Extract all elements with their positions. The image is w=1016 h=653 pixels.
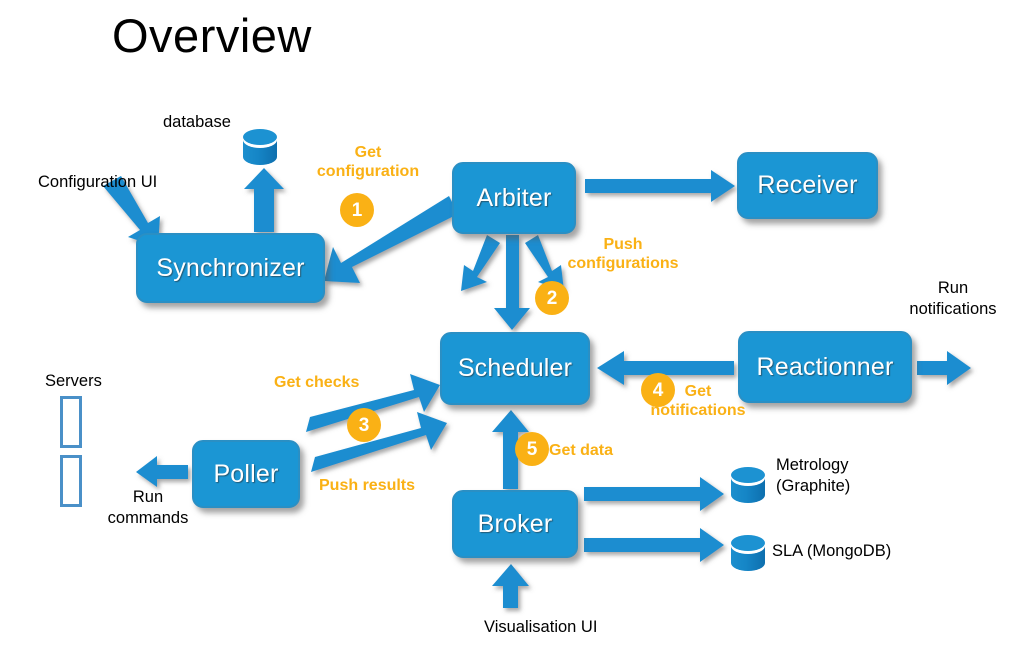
page-title: Overview: [112, 9, 312, 62]
node-synchronizer[interactable]: Synchronizer: [136, 233, 325, 303]
arrow-arbiter-fanout-center: [494, 235, 530, 330]
arrow-arbiter-to-receiver: [585, 170, 735, 202]
node-arbiter[interactable]: Arbiter: [452, 162, 576, 234]
arrow-reactionner-to-scheduler: [597, 351, 734, 385]
badge-step-3: 3: [347, 408, 381, 442]
badge-step-4-number: 4: [652, 379, 664, 401]
cylinder-group: [243, 129, 765, 571]
arrow-configui-to-synchronizer: [103, 176, 160, 247]
arrow-arbiter-fanout-left: [461, 235, 500, 291]
label-sla: SLA (MongoDB): [772, 542, 892, 560]
server-rect-1: [60, 396, 82, 448]
label-push-results: Push results: [319, 477, 416, 494]
arrow-arbiter-to-synchronizer: [324, 196, 458, 283]
label-get-data: Get data: [549, 442, 614, 459]
metrology-cylinder-icon: [731, 467, 765, 503]
arrow-poller-to-servers: [136, 456, 188, 487]
node-arbiter-label: Arbiter: [476, 183, 552, 212]
label-get-configuration: Get configuration: [316, 144, 420, 180]
node-broker[interactable]: Broker: [452, 490, 578, 558]
label-get-checks: Get checks: [274, 374, 360, 391]
node-reactionner-label: Reactionner: [756, 352, 894, 381]
label-visualisation-ui: Visualisation UI: [484, 618, 598, 636]
label-database: database: [163, 113, 231, 131]
arrow-poller-to-scheduler-getchecks: [306, 374, 440, 432]
db-cylinder-icon: [243, 129, 277, 165]
label-servers: Servers: [45, 372, 102, 390]
node-receiver-label: Receiver: [757, 171, 858, 199]
label-run-commands: Run commands: [107, 488, 189, 527]
node-scheduler-label: Scheduler: [457, 354, 573, 382]
arrow-synchronizer-to-database: [244, 168, 284, 232]
arrow-poller-to-scheduler-pushresults: [311, 412, 447, 472]
arrow-visualisation-to-broker: [492, 564, 529, 608]
arrow-reactionner-to-notifications: [917, 351, 971, 385]
badge-step-3-number: 3: [358, 414, 370, 436]
badge-step-4: 4: [641, 373, 675, 407]
node-receiver[interactable]: Receiver: [737, 152, 878, 219]
arrow-broker-to-metrology: [584, 477, 724, 511]
label-get-notifications: Get notifications: [650, 383, 746, 419]
node-scheduler[interactable]: Scheduler: [440, 332, 590, 405]
label-push-configurations: Push configurations: [567, 236, 679, 272]
badge-step-2: 2: [535, 281, 569, 315]
label-run-notifications: Run notifications: [909, 279, 997, 318]
node-poller-label: Poller: [213, 459, 279, 488]
node-reactionner[interactable]: Reactionner: [738, 331, 912, 403]
label-metrology: Metrology (Graphite): [776, 456, 851, 495]
badge-step-5: 5: [515, 432, 549, 466]
arrow-arbiter-fanout-right: [525, 235, 564, 291]
node-poller[interactable]: Poller: [192, 440, 300, 508]
badge-step-1: 1: [340, 193, 374, 227]
label-configuration-ui: Configuration UI: [38, 173, 158, 191]
arrow-broker-to-sla: [584, 528, 724, 562]
badge-step-1-number: 1: [351, 199, 363, 221]
node-synchronizer-label: Synchronizer: [156, 253, 305, 282]
badge-step-2-number: 2: [546, 287, 558, 309]
arrow-broker-to-scheduler: [492, 410, 529, 489]
badge-step-5-number: 5: [526, 438, 538, 460]
server-rect-2: [60, 455, 82, 507]
sla-cylinder-icon: [731, 535, 765, 571]
node-broker-label: Broker: [477, 509, 553, 538]
